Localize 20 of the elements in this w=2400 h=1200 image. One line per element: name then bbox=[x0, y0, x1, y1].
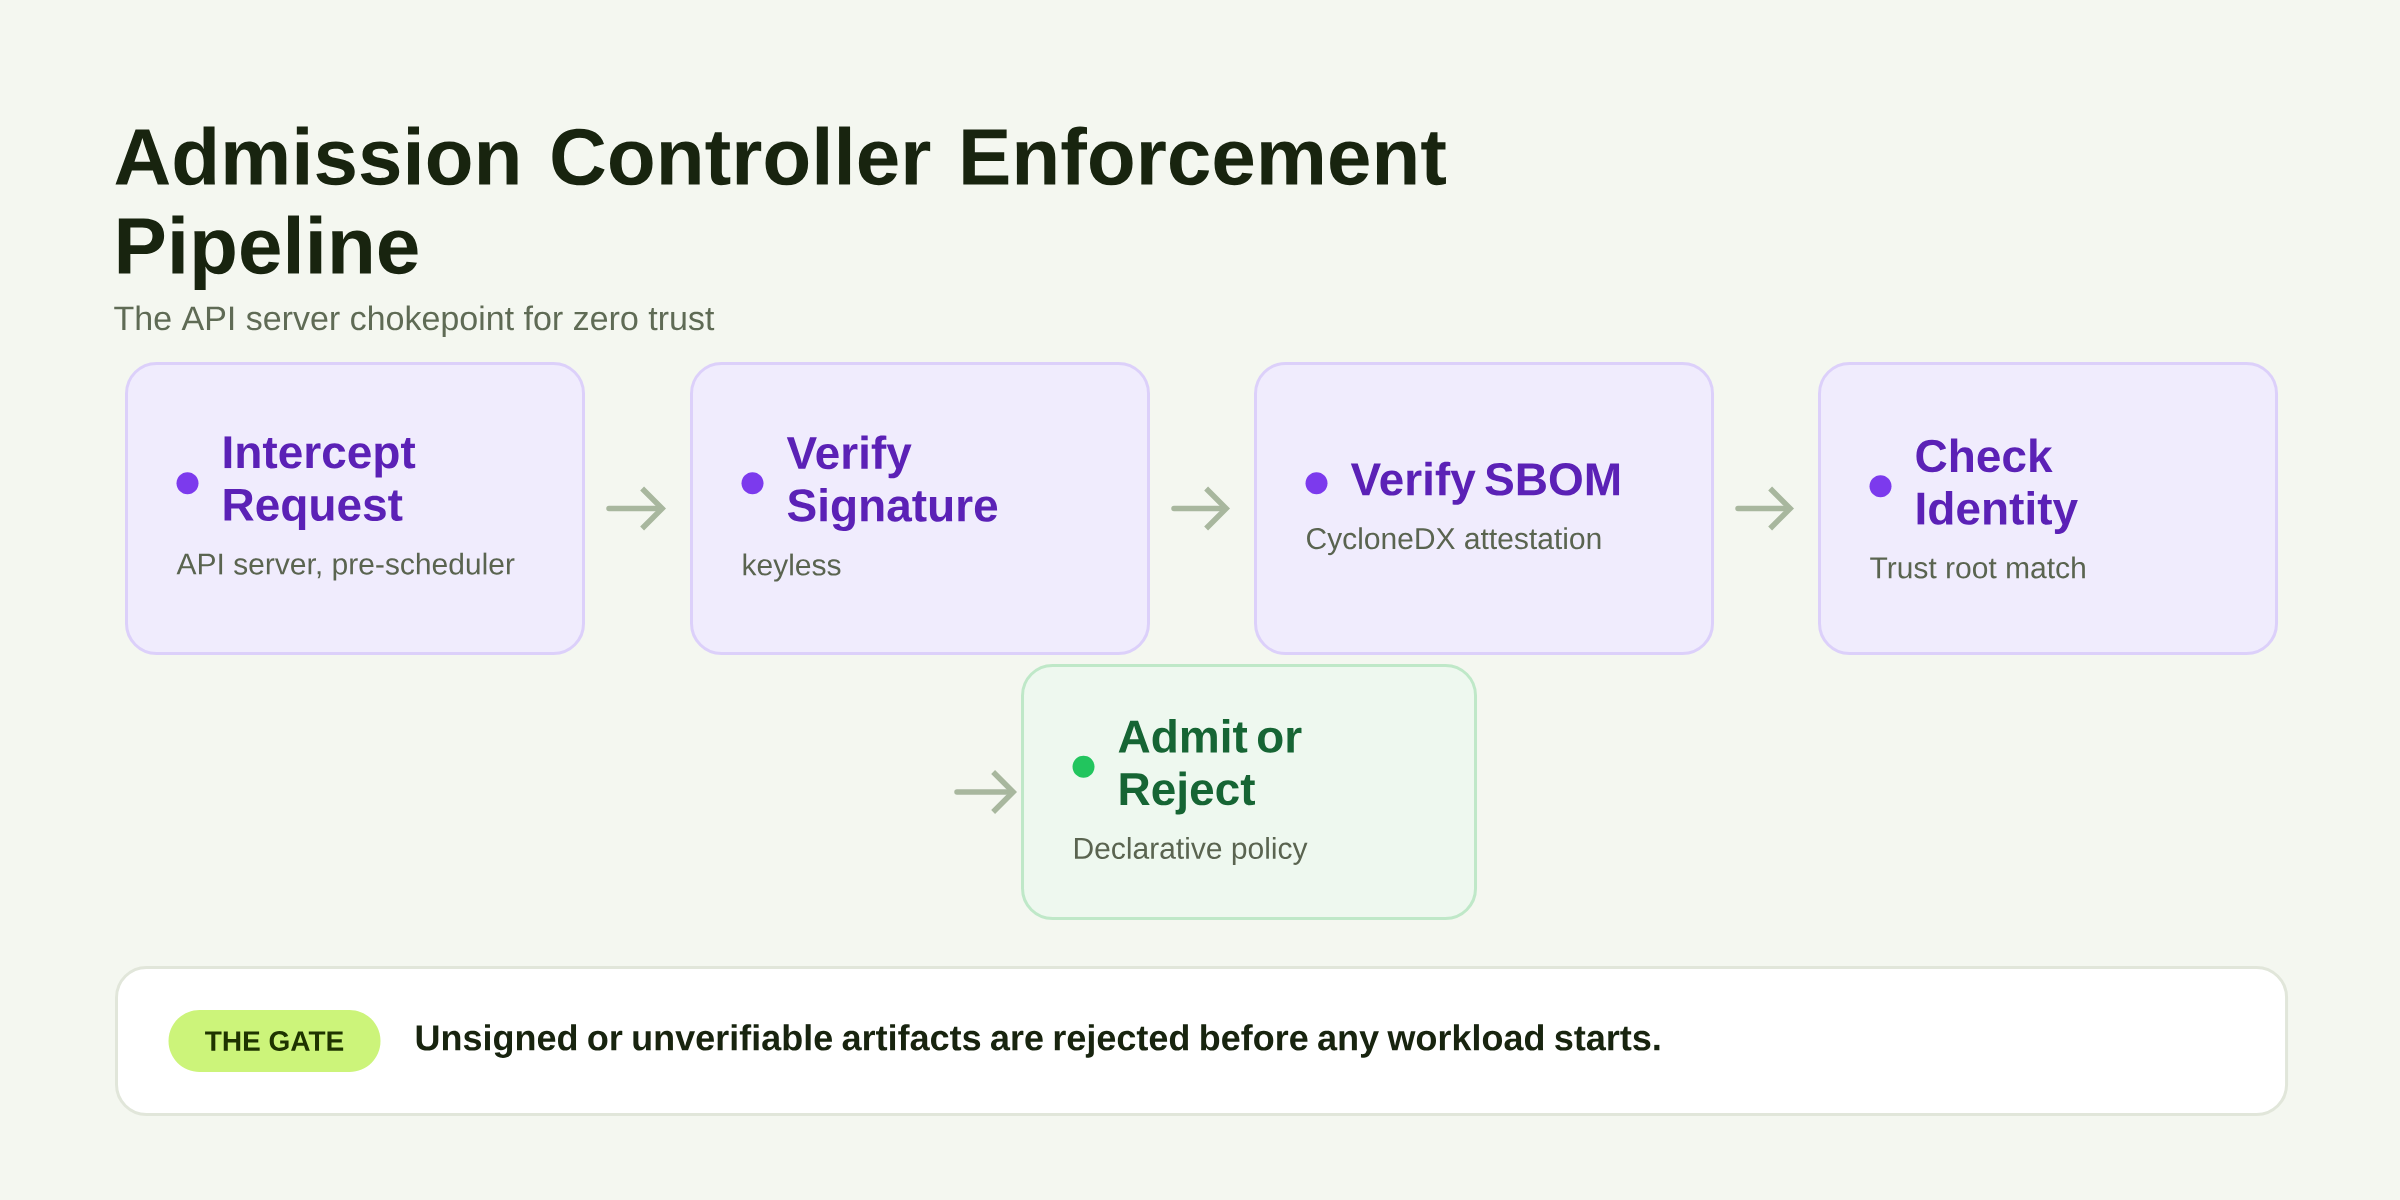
tag-pill: THE GATE bbox=[168, 1010, 381, 1072]
step-description: Trust root match bbox=[1870, 556, 2085, 579]
step-card bbox=[1021, 664, 1477, 920]
step-description: keyless bbox=[743, 553, 841, 582]
step-card bbox=[1254, 362, 1715, 655]
step-card bbox=[1818, 362, 2279, 655]
step-description: Declarative policy bbox=[1075, 837, 1308, 865]
step-card bbox=[125, 362, 585, 655]
step-title: Admit or Reject bbox=[1118, 719, 1302, 815]
note-banner bbox=[115, 966, 2289, 1116]
step-title: Check Identity bbox=[1916, 438, 2078, 534]
step-description: API server, pre-scheduler bbox=[176, 552, 515, 581]
subtitle: The API server chokepoint for zero trust bbox=[114, 305, 715, 338]
title: Admission Controller Enforcement Pipeline bbox=[115, 126, 1446, 291]
step-description: CycloneDX attestation bbox=[1307, 527, 1601, 556]
step-title: Verify Signature bbox=[786, 435, 998, 532]
note-text: Unsigned or unverifiable artifacts are rejected before any workload starts. bbox=[416, 1024, 1660, 1058]
step-card bbox=[690, 362, 1150, 655]
step-title: Verify SBOM bbox=[1350, 461, 1620, 505]
step-title: Intercept Request bbox=[224, 436, 416, 531]
